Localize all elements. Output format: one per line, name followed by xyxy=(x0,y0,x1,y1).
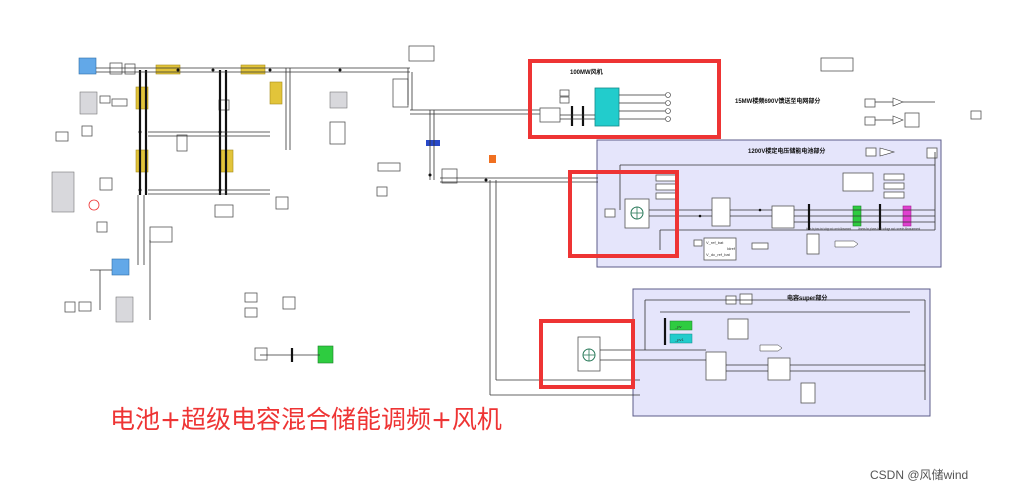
wind-turbine-section xyxy=(539,87,982,128)
battery-subsystem-area[interactable] xyxy=(596,139,942,268)
panel-label-a: V_ref_bat xyxy=(706,240,724,245)
scope-block-bottom[interactable] xyxy=(111,258,130,276)
supercap-subsystem-area[interactable] xyxy=(632,288,931,417)
diagram-caption: 电池+超级电容混合储能调频+风机 xyxy=(110,405,502,434)
measurement-note-2: Vmeas for phase-load voltage and current… xyxy=(858,226,921,231)
bus-connector-block[interactable] xyxy=(426,140,440,146)
supercap-subsystem-label: 电容super部分 xyxy=(787,294,827,302)
wind-turbine-block[interactable] xyxy=(594,87,620,127)
pv-tag-label-2: _pv1 xyxy=(674,337,684,342)
pv-tag-label-1: _pv xyxy=(674,324,681,329)
highlight-battery xyxy=(568,170,679,258)
green-scope-block[interactable] xyxy=(317,345,334,364)
gain-block[interactable] xyxy=(155,64,181,75)
gain-block[interactable] xyxy=(240,64,266,75)
battery-subsystem-internals xyxy=(604,147,938,261)
watermark: CSDN @风储wind xyxy=(870,467,968,482)
highlight-supercap xyxy=(539,319,635,389)
wind-turbine-label: 100MW风机 xyxy=(570,68,603,76)
supercap-subsystem-internals xyxy=(577,293,926,404)
gain-block[interactable] xyxy=(269,81,283,105)
highlight-wind-turbine xyxy=(528,59,721,139)
panel-label-c: Idref xyxy=(727,246,736,251)
panel-label-b: V_dc_ref_bat xyxy=(706,252,731,257)
battery-subsystem-label: 1200V楼定电压储能电池部分 xyxy=(748,147,825,155)
wind-grid-label: 15MW楼频690V馈送至电网部分 xyxy=(735,97,820,105)
scope-indicator-block[interactable] xyxy=(489,155,496,163)
pv-tag-cyan[interactable] xyxy=(669,333,693,344)
pv-tag-green[interactable] xyxy=(669,320,693,331)
measurement-note-1: Vmeas for phase-load voltage and current… xyxy=(806,226,851,231)
scope-block-top[interactable] xyxy=(78,57,97,75)
